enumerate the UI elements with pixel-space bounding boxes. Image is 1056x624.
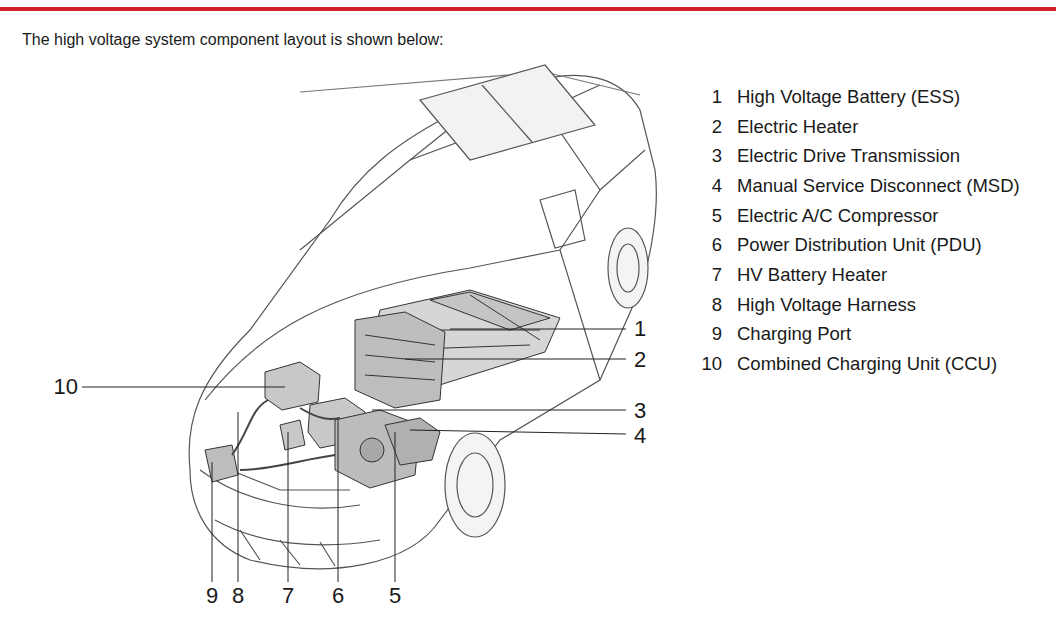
callout-number: 7 [280, 583, 296, 608]
component-name: Electric Heater [737, 116, 858, 137]
component-name: Combined Charging Unit (CCU) [737, 353, 997, 374]
callout-number: 4 [632, 423, 648, 448]
list-number: 8 [712, 294, 722, 315]
callout-number: 6 [330, 583, 346, 608]
callout-number: 10 [52, 374, 80, 399]
component-name: High Voltage Battery (ESS) [737, 86, 960, 107]
callout-number: 3 [632, 398, 648, 423]
component-name: Electric A/C Compressor [737, 205, 939, 226]
list-number: 1 [712, 86, 722, 107]
callout-number: 8 [230, 583, 246, 608]
component-name: Charging Port [737, 323, 851, 344]
list-number: 9 [712, 323, 722, 344]
list-number: 7 [712, 264, 722, 285]
list-number: 2 [712, 116, 722, 137]
list-number: 4 [712, 175, 722, 196]
page-title: The high voltage system component layout… [22, 31, 444, 49]
list-number: 5 [712, 205, 722, 226]
callout-number: 9 [204, 583, 220, 608]
leader-lines [82, 329, 626, 582]
callout-number: 1 [632, 316, 648, 341]
component-name: Electric Drive Transmission [737, 145, 960, 166]
callout-number: 5 [387, 583, 403, 608]
list-number: 3 [712, 145, 722, 166]
callout-number: 2 [632, 347, 648, 372]
component-name: Power Distribution Unit (PDU) [737, 234, 982, 255]
component-name: HV Battery Heater [737, 264, 887, 285]
car-body [189, 65, 656, 569]
header-bar [0, 7, 1056, 11]
hv-components [205, 290, 560, 488]
component-name: Manual Service Disconnect (MSD) [737, 175, 1020, 196]
component-name: High Voltage Harness [737, 294, 916, 315]
list-number: 6 [712, 234, 722, 255]
list-number: 10 [701, 353, 722, 374]
